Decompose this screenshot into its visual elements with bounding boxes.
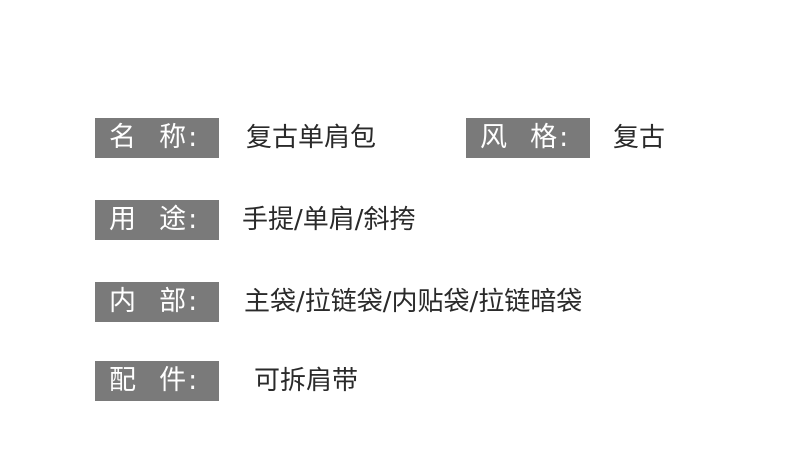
usage-value: 手提/单肩/斜挎 <box>242 205 416 235</box>
style-value: 复古 <box>613 123 666 153</box>
usage-label: 用 途: <box>95 200 219 240</box>
accessories-value: 可拆肩带 <box>254 366 359 396</box>
interior-label: 内 部: <box>95 282 219 322</box>
interior-value: 主袋/拉链袋/内贴袋/拉链暗袋 <box>244 287 583 317</box>
name-label: 名 称: <box>95 118 219 158</box>
style-label: 风 格: <box>466 118 590 158</box>
accessories-label: 配 件: <box>95 361 219 401</box>
name-value: 复古单肩包 <box>246 123 377 153</box>
